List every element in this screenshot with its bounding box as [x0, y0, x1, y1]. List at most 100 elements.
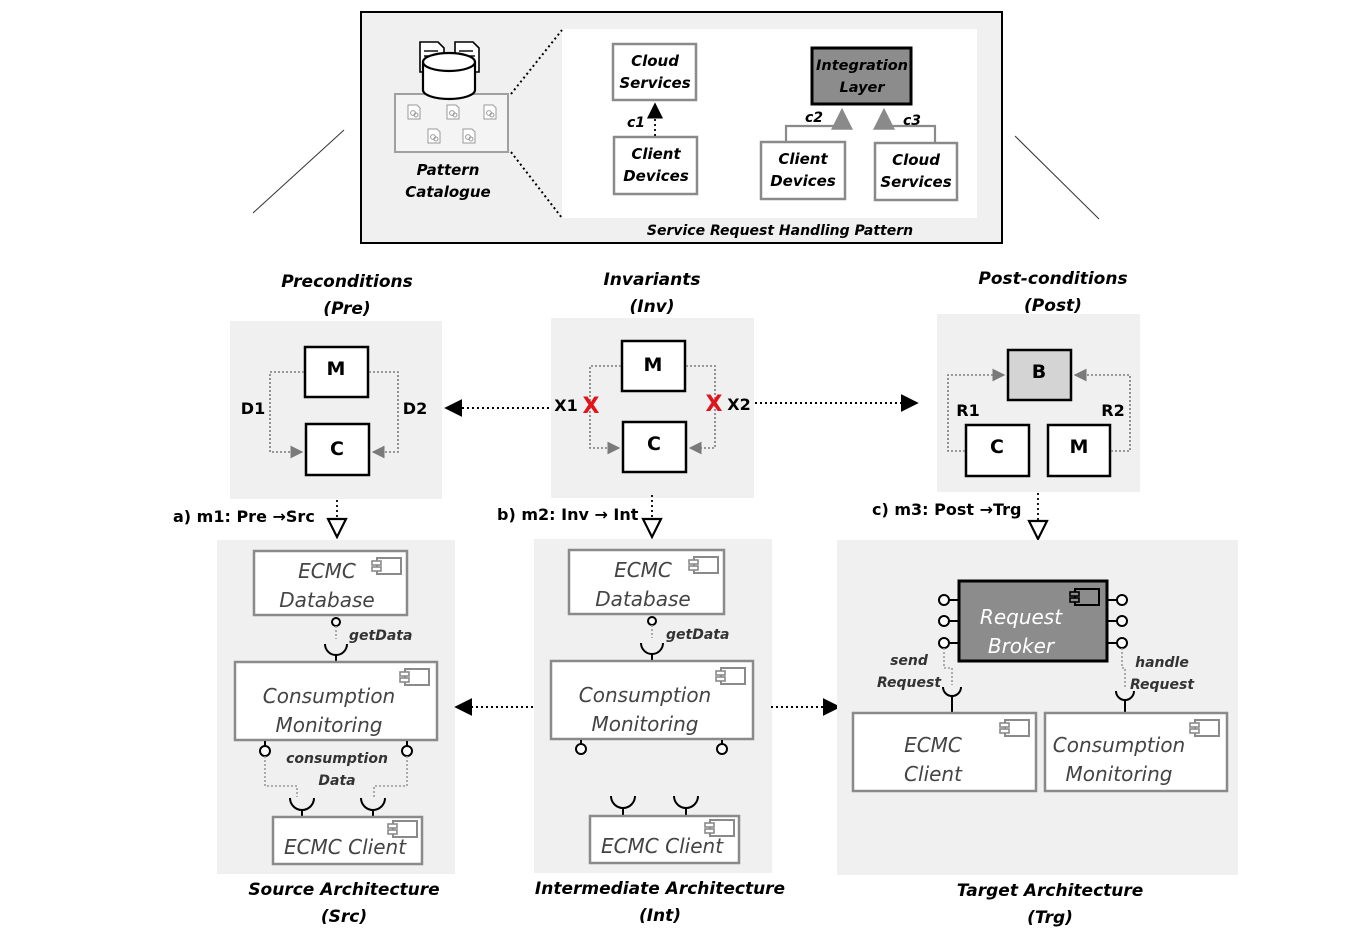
r2-connector [1073, 368, 1131, 452]
x2-label: X2 [727, 395, 750, 414]
perspective-line-right [1014, 135, 1100, 220]
post-b-box [1006, 348, 1073, 402]
c2-label: c2 [805, 110, 823, 126]
intermediate-architecture-panel: ECMC Database getData Consumption Monito… [534, 539, 772, 873]
pattern-integration-layer-box [810, 46, 913, 106]
d1-connector [269, 371, 304, 459]
src-cons-data-l2: Data [318, 773, 355, 789]
post-title-l2: (Post) [1024, 296, 1082, 316]
src-cons-port-right [401, 745, 413, 757]
inv-title-l2: (Inv) [629, 297, 674, 317]
pattern-catalogue-icon [394, 41, 509, 153]
src-client-label: ECMC Client [284, 835, 407, 859]
pattern-panel: Pattern Catalogue Cloud Services Client … [360, 11, 1003, 244]
zoom-line-bottom [510, 151, 563, 219]
pattern-client-devices-right-box [759, 140, 847, 201]
zoom-line-top [510, 29, 563, 95]
int-getdata-provided-port [647, 616, 657, 626]
m3-label: c) m3: Post →Trg [872, 500, 1022, 519]
handle-request-l2: Request [1130, 677, 1195, 693]
int-cm-l1: Consumption [579, 683, 711, 707]
pattern-client-devices-box [612, 135, 699, 196]
int-title-l1: Intermediate Architecture [535, 879, 785, 899]
src-getdata-provided-port [331, 617, 341, 627]
post-m-box [1046, 423, 1112, 478]
broker-port-left-3 [938, 637, 950, 649]
pattern-client-devices-l2: Devices [623, 167, 689, 185]
c3-connector [873, 107, 937, 142]
source-architecture-panel: ECMC Database getData Consumption Monito… [217, 540, 455, 874]
int-client-label: ECMC Client [601, 834, 724, 858]
src-getdata-label: getData [349, 628, 412, 644]
broker-port-right-2 [1116, 615, 1128, 627]
c2-connector [784, 107, 853, 141]
invariants-panel: M C X X [551, 318, 754, 498]
post-title-l1: Post-conditions [978, 269, 1127, 289]
pattern-cloud-services-l2: Services [619, 74, 690, 92]
post-m-label: M [1070, 436, 1089, 458]
trg-client-l1: ECMC [904, 733, 962, 757]
pre-c-box [304, 422, 371, 477]
broker-port-left-2 [938, 615, 950, 627]
src-getdata-required-socket [324, 643, 348, 656]
src-cm-l2: Monitoring [276, 713, 383, 737]
src-title-l2: (Src) [321, 907, 367, 927]
pattern-cloud-services-right-l1: Cloud [892, 151, 940, 169]
trg-cm-l1: Consumption [1053, 733, 1185, 757]
post-b-label: B [1032, 361, 1046, 383]
pre-m-label: M [327, 358, 346, 380]
pre-title-l1: Preconditions [281, 272, 413, 292]
pattern-client-devices-right-l2: Devices [770, 172, 836, 190]
x1-connector [589, 365, 621, 455]
perspective-line-left [252, 129, 345, 214]
int-db-l2: Database [595, 587, 690, 611]
inv-c-box [621, 420, 688, 474]
broker-port-right-3 [1116, 637, 1128, 649]
trg-ecmc-client-box [851, 711, 1038, 793]
broker-port-right-1 [1116, 594, 1128, 606]
pre-c-label: C [330, 438, 344, 460]
pattern-client-devices-right-l1: Client [778, 150, 828, 168]
postconditions-panel: B C M R1 R2 [937, 314, 1140, 492]
trg-client-l2: Client [904, 762, 963, 786]
send-request-l1: send [890, 653, 929, 669]
m2-label: b) m2: Inv → Int [497, 505, 639, 524]
pattern-cloud-services-l1: Cloud [631, 52, 679, 70]
int-getdata-label: getData [666, 627, 729, 643]
inv-c-label: C [647, 433, 661, 455]
x1-cross-mark: X [583, 394, 600, 419]
integration-layer-l1: Integration [816, 58, 908, 74]
trg-broker-l2: Broker [988, 634, 1056, 658]
r1-label: R1 [956, 401, 979, 420]
c3-label: c3 [903, 113, 921, 129]
catalogue-label-line2: Catalogue [405, 183, 490, 201]
int-title-l2: (Int) [639, 906, 681, 926]
r1-connector [947, 368, 1006, 452]
preconditions-panel: M C D1 D2 [230, 321, 442, 499]
trg-cm-l2: Monitoring [1066, 762, 1173, 786]
trg-broker-l1: Request [980, 605, 1063, 629]
pre-title-l2: (Pre) [323, 299, 370, 319]
int-db-l1: ECMC [614, 558, 672, 582]
int-getdata-required-socket [640, 642, 664, 655]
send-request-l2: Request [877, 675, 942, 691]
src-cons-data-l1: consumption [286, 751, 388, 767]
int-cm-l2: Monitoring [592, 712, 699, 736]
post-c-label: C [990, 436, 1004, 458]
inv-title-l1: Invariants [603, 270, 700, 290]
src-title-l1: Source Architecture [248, 880, 439, 900]
d2-label: D2 [403, 399, 427, 418]
x1-label: X1 [554, 396, 577, 415]
pattern-client-devices-l1: Client [631, 145, 681, 163]
pattern-cloud-services-right-box [873, 141, 959, 202]
d1-label: D1 [241, 399, 265, 418]
post-c-box [964, 423, 1031, 478]
pattern-cloud-services-right-l2: Services [880, 173, 951, 191]
src-db-l1: ECMC [298, 559, 356, 583]
m1-label: a) m1: Pre →Src [173, 507, 315, 526]
trg-title-l1: Target Architecture [957, 881, 1144, 901]
handle-request-l1: handle [1135, 655, 1189, 671]
int-cons-port-right [716, 743, 728, 755]
pre-m-box [303, 345, 370, 399]
